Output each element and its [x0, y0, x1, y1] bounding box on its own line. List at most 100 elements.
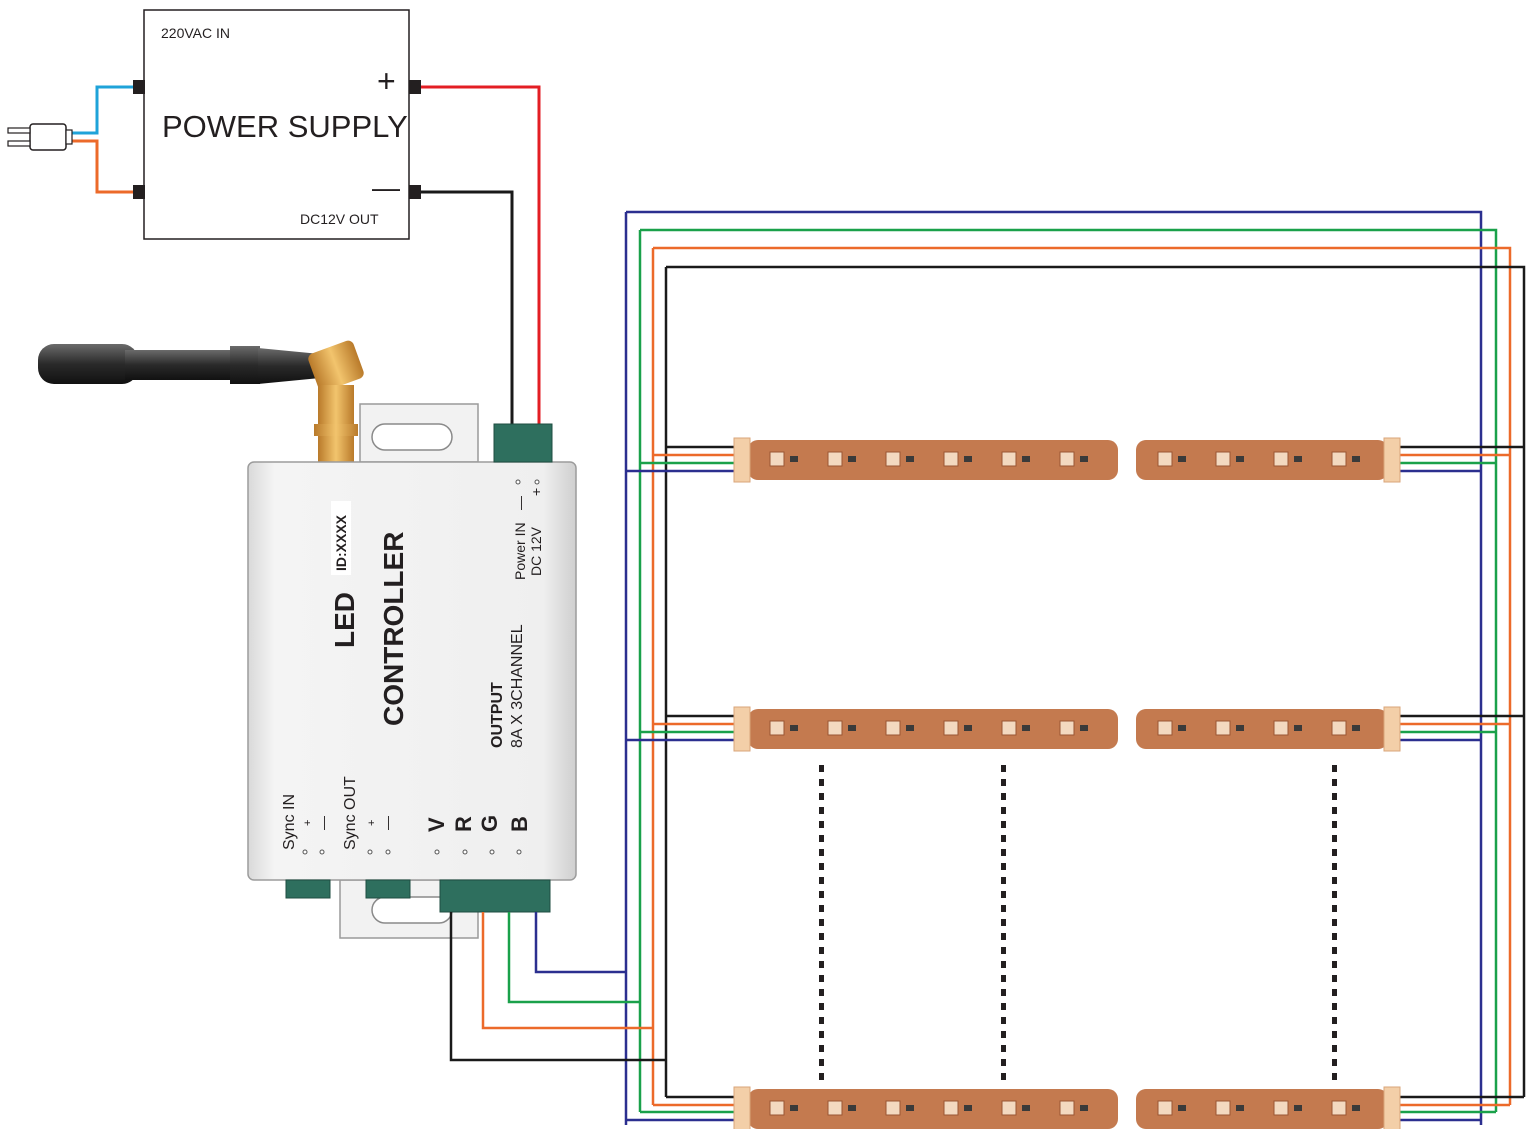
continuation-dot: [1332, 961, 1337, 968]
continuation-dot: [1001, 933, 1006, 940]
red-dc-wire: [421, 85, 541, 426]
controller-id-label: ID:XXXX: [333, 514, 349, 571]
resistor-icon: [964, 725, 972, 731]
channel-label-v: V: [424, 817, 449, 832]
power-in-label: Power IN: [512, 522, 528, 580]
led-chip-icon: [1157, 451, 1173, 467]
continuation-dot: [1332, 877, 1337, 884]
continuation-dot: [819, 961, 824, 968]
controller-title-led: LED: [329, 592, 360, 648]
continuation-dot: [819, 779, 824, 786]
continuation-dot: [819, 1017, 824, 1024]
led-strip-segment: [748, 1089, 1118, 1129]
led-chip-icon: [1157, 1100, 1173, 1116]
resistor-icon: [1236, 456, 1244, 462]
led-strip-segment: [748, 440, 1118, 480]
resistor-icon: [1178, 456, 1186, 462]
resistor-icon: [1022, 725, 1030, 731]
channel-label-r: R: [451, 816, 476, 832]
continuation-dot: [1332, 835, 1337, 842]
continuation-dot: [1332, 1003, 1337, 1010]
continuation-dot: [819, 919, 824, 926]
continuation-dot: [1332, 891, 1337, 898]
led-strip-segment: [1136, 1089, 1388, 1129]
ps-title: POWER SUPPLY: [162, 109, 408, 144]
led-strip-segment: [748, 709, 1118, 749]
dc-terminal-plus: [409, 80, 421, 94]
led-chip-icon: [769, 451, 785, 467]
led-chip-icon: [1157, 720, 1173, 736]
ps-minus-symbol: —: [372, 172, 400, 203]
continuation-dot: [1001, 1017, 1006, 1024]
led-controller: LED CONTROLLER ID:XXXX Power IN DC 12V —…: [247, 403, 577, 939]
continuation-dot: [1001, 793, 1006, 800]
continuation-dot: [1001, 807, 1006, 814]
continuation-dot: [1332, 975, 1337, 982]
continuation-dot: [1001, 905, 1006, 912]
channel-label-b: B: [507, 816, 532, 832]
sync-out-plus: +: [366, 820, 378, 826]
strip-solder-pad: [1383, 437, 1401, 483]
ps-output-label: DC12V OUT: [300, 211, 379, 227]
continuation-dot: [1001, 1059, 1006, 1066]
sync-out-minus: —: [379, 816, 395, 830]
ac-plug-icon: [7, 85, 133, 194]
resistor-icon: [848, 725, 856, 731]
ac-terminal-l: [133, 80, 145, 94]
led-strip-segment: [1136, 709, 1388, 749]
continuation-dot: [1001, 877, 1006, 884]
continuation-dot: [1001, 1031, 1006, 1038]
resistor-icon: [1294, 456, 1302, 462]
strip-solder-pad: [1383, 706, 1401, 752]
resistor-icon: [906, 1105, 914, 1111]
continuation-dot: [819, 975, 824, 982]
continuation-dot: [1332, 793, 1337, 800]
output-label: OUTPUT: [489, 682, 506, 748]
led-chip-icon: [1001, 1100, 1017, 1116]
continuation-dot: [1332, 989, 1337, 996]
led-chip-icon: [1059, 720, 1075, 736]
led-chip-icon: [885, 1100, 901, 1116]
continuation-dot: [819, 877, 824, 884]
resistor-icon: [848, 1105, 856, 1111]
resistor-icon: [790, 456, 798, 462]
sync-in-plus: +: [302, 820, 314, 826]
led-chip-icon: [1215, 1100, 1231, 1116]
sync-in-minus: —: [315, 816, 331, 830]
led-chip-icon: [1331, 451, 1347, 467]
resistor-icon: [848, 456, 856, 462]
led-chip-icon: [1059, 451, 1075, 467]
channel-label-g: G: [477, 815, 502, 832]
continuation-dot: [1001, 849, 1006, 856]
continuation-dot: [1332, 1031, 1337, 1038]
continuation-dot: [819, 863, 824, 870]
resistor-icon: [1352, 1105, 1360, 1111]
continuation-dot: [819, 835, 824, 842]
continuation-dot: [1001, 1045, 1006, 1052]
sync-in-label: Sync IN: [281, 794, 298, 850]
resistor-icon: [964, 1105, 972, 1111]
led-chip-icon: [943, 1100, 959, 1116]
resistor-icon: [1022, 1105, 1030, 1111]
continuation-dot: [1332, 933, 1337, 940]
power-in-voltage: DC 12V: [528, 526, 544, 576]
led-chip-icon: [1331, 720, 1347, 736]
sync-out-terminal: [365, 879, 411, 899]
continuation-dot: [819, 1031, 824, 1038]
led-chip-icon: [1215, 720, 1231, 736]
led-strips: [733, 437, 1401, 1129]
output-wires: [449, 210, 1526, 1125]
resistor-icon: [1352, 725, 1360, 731]
resistor-icon: [1352, 456, 1360, 462]
continuation-dot: [1332, 863, 1337, 870]
continuation-dot: [1001, 835, 1006, 842]
continuation-dot: [1332, 821, 1337, 828]
terminal-screw-icons: [302, 479, 540, 855]
resistor-icon: [1236, 725, 1244, 731]
ac-terminal-n: [133, 185, 145, 199]
resistor-icon: [790, 725, 798, 731]
continuation-dot: [819, 947, 824, 954]
continuation-dot: [819, 1045, 824, 1052]
output-rating: 8A X 3CHANNEL: [509, 624, 526, 748]
